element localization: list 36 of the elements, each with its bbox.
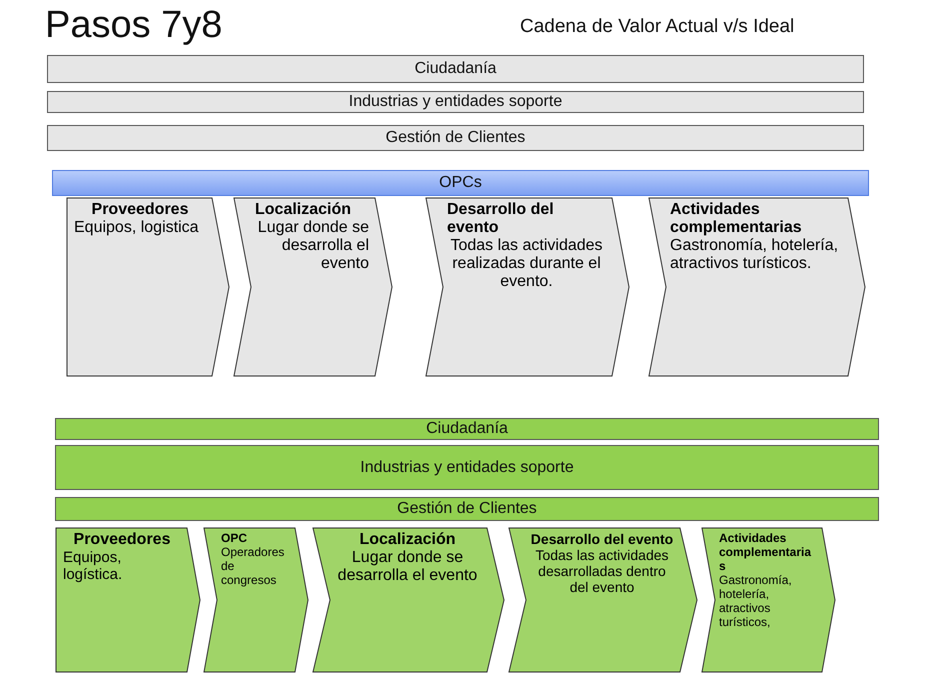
category-band: Gestión de Clientes [55, 497, 879, 521]
category-band: OPCs [52, 170, 869, 196]
step-heading: Proveedores [72, 531, 172, 549]
step-description: Gastronomía, hotelería, atractivos turísticos, [719, 573, 793, 629]
step-heading: Actividades complementarias [670, 201, 803, 237]
step-description: Todas las actividades realizadas durante el evento. [449, 237, 604, 291]
step-description: Operadores de congresos [221, 545, 286, 587]
step-heading: Desarrollo del evento [447, 201, 555, 237]
chevron-step [55, 527, 201, 673]
chevron-step [312, 527, 505, 673]
step-heading: Actividades complementarias [719, 531, 812, 573]
chevron-step [425, 197, 630, 377]
slide-subtitle: Cadena de Valor Actual v/s Ideal [520, 16, 794, 38]
category-band: Industrias y entidades soporte [47, 91, 864, 113]
step-heading: Proveedores [90, 201, 190, 219]
step-description: Todas las actividades desarrolladas dentro del evento [534, 547, 670, 595]
chevron-step [66, 197, 230, 377]
step-heading: OPC [221, 531, 248, 545]
chevron-step [648, 197, 866, 377]
step-description: Gastronomía, hotelería, atractivos turísticos. [670, 237, 840, 273]
step-description: Equipos, logistica [74, 219, 200, 237]
slide-title: Pasos 7y8 [45, 4, 222, 47]
step-heading: Localización [358, 531, 457, 549]
step-heading: Localización [255, 201, 352, 219]
step-description: Lugar donde se desarrolla el evento [336, 549, 478, 585]
chevron-step [203, 527, 309, 673]
chevron-step [508, 527, 698, 673]
chevron-step [233, 197, 393, 377]
chevron-step [701, 527, 836, 673]
category-band: Ciudadanía [47, 55, 864, 83]
step-description: Lugar donde se desarrolla el evento [256, 219, 369, 273]
category-band: Ciudadanía [55, 418, 879, 440]
step-heading: Desarrollo del evento [530, 531, 674, 547]
category-band: Gestión de Clientes [47, 125, 864, 151]
category-band: Industrias y entidades soporte [55, 445, 879, 490]
step-description: Equipos, logística. [63, 549, 124, 583]
